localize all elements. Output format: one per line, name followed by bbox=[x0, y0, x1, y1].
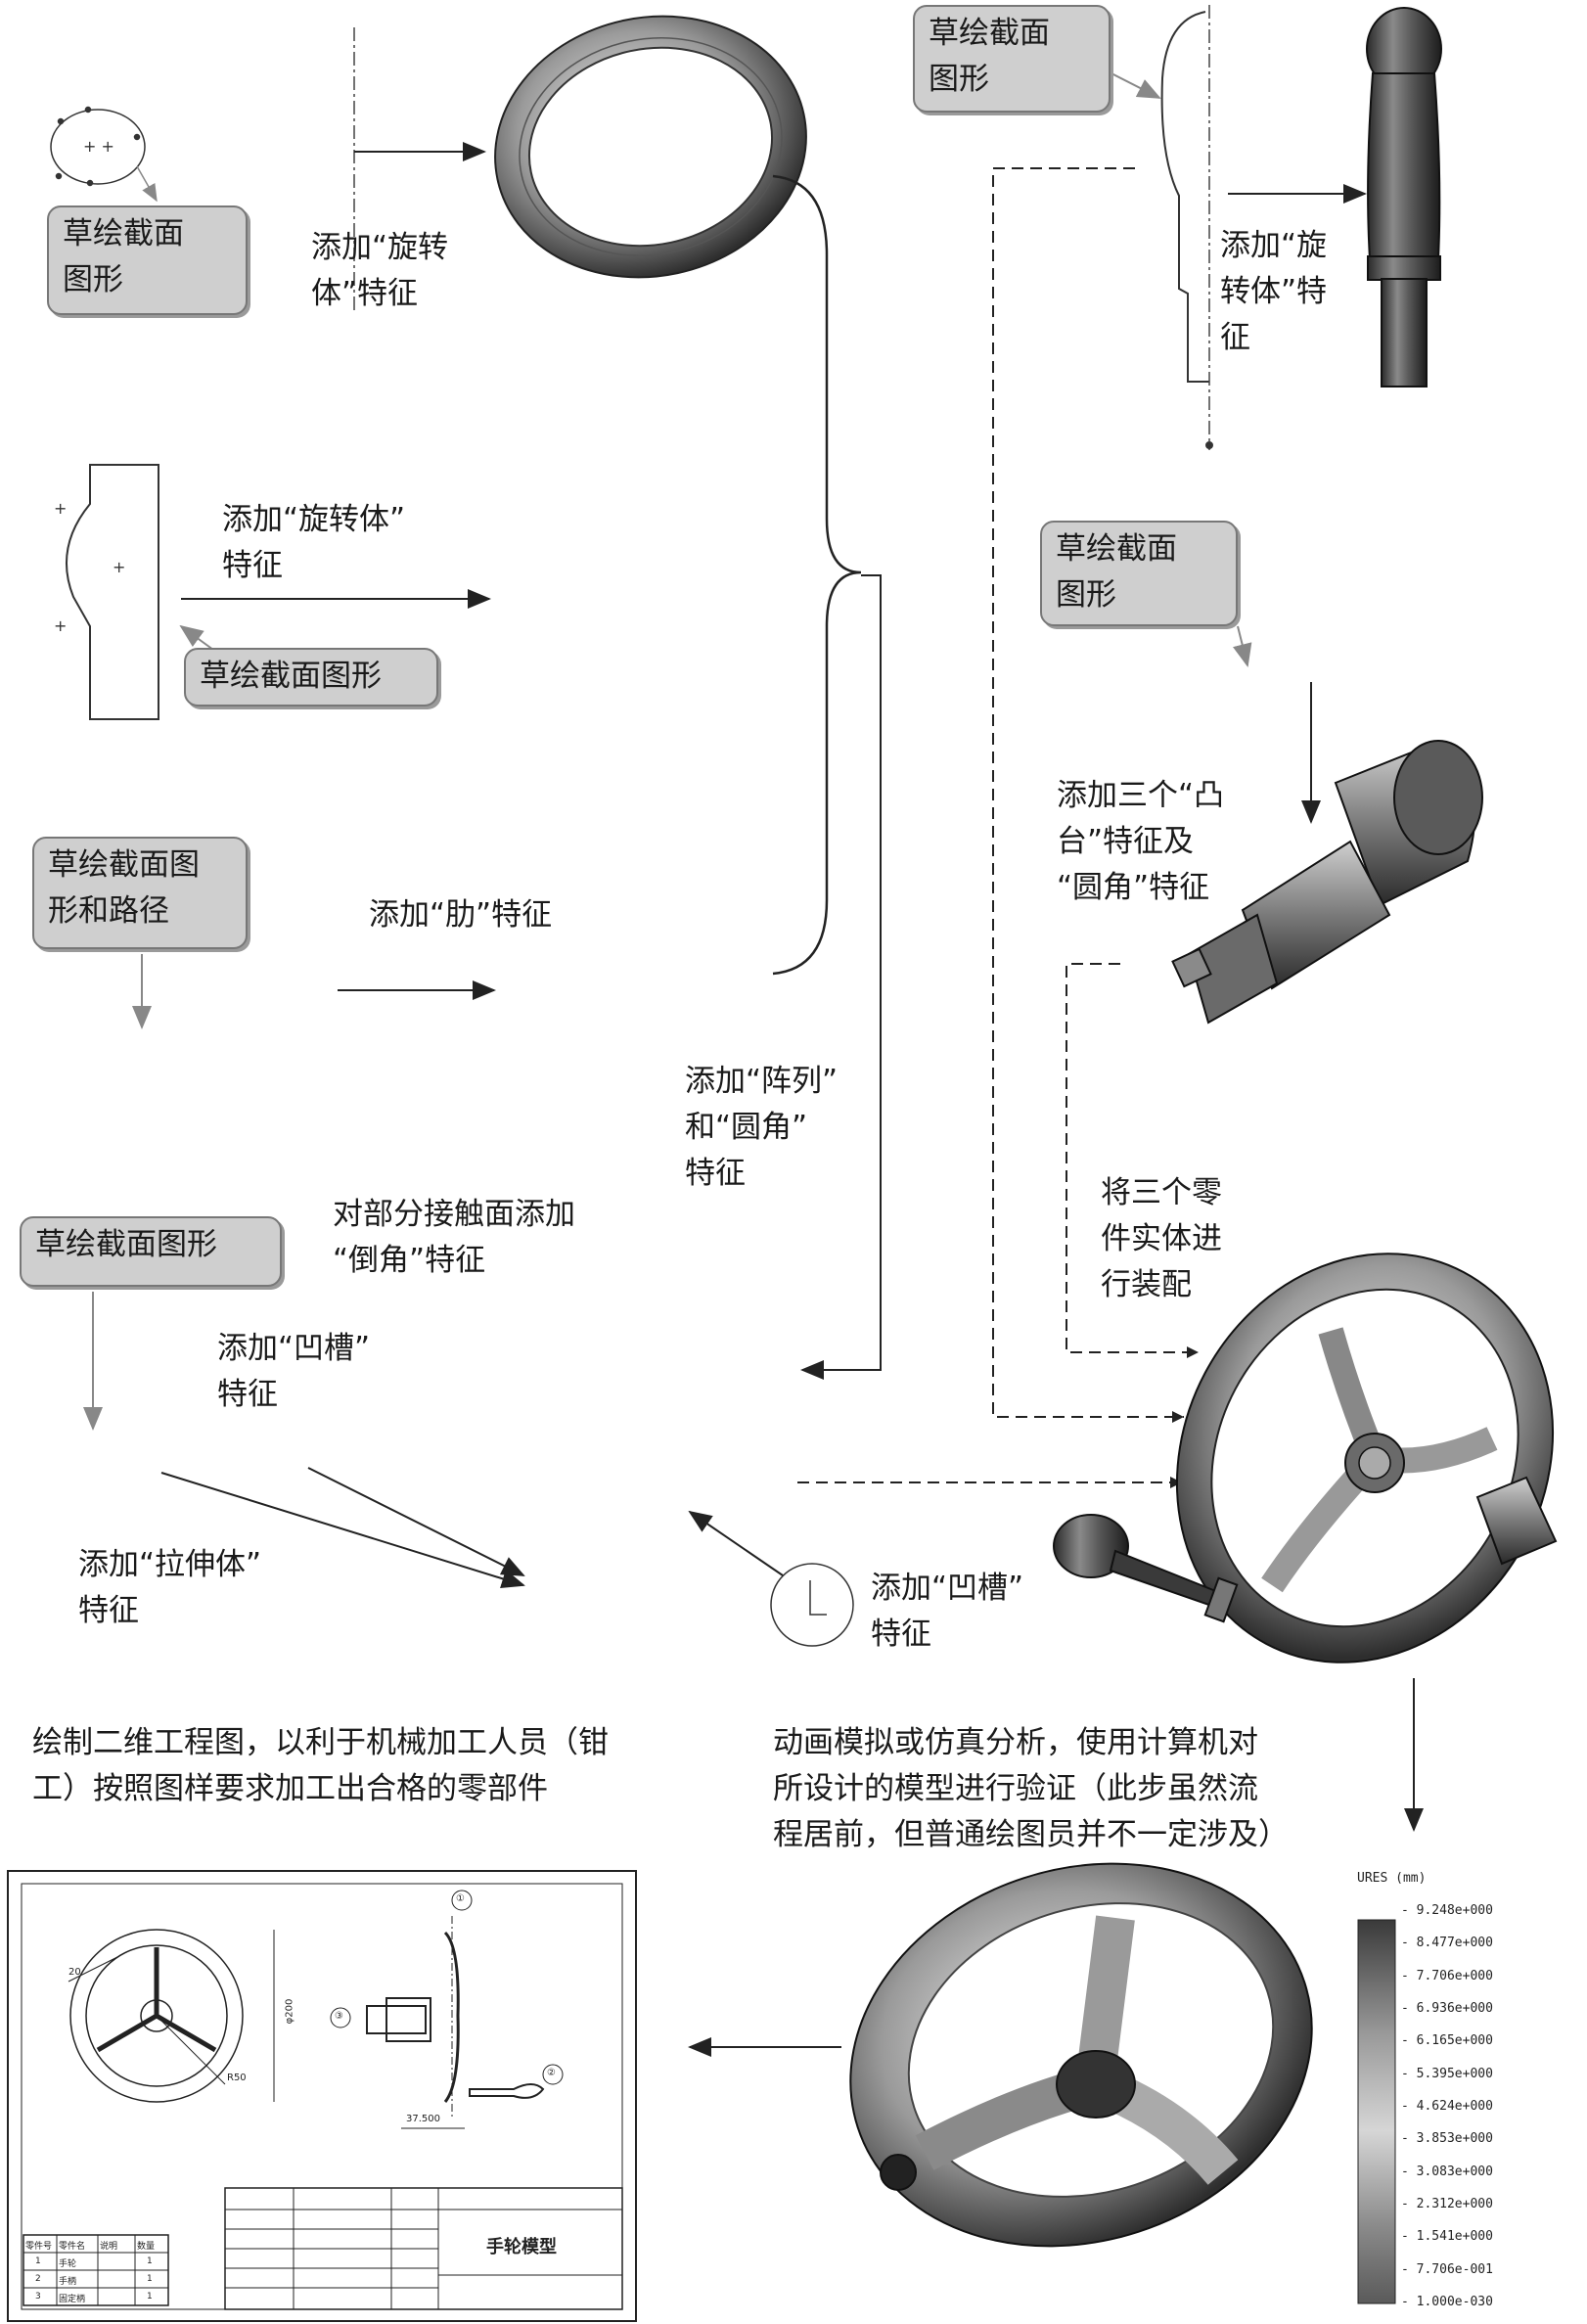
sketch-spoke: + + + bbox=[54, 464, 236, 720]
svg-text:+: + bbox=[54, 499, 67, 518]
balloon-3: ③ bbox=[335, 2011, 343, 2022]
label-groove2: 添加“凹槽” 特征 bbox=[871, 1571, 1024, 1652]
bubble-sketch-groove: 草绘截面图形 bbox=[20, 1216, 282, 1287]
legend-value: - 5.395e+000 bbox=[1401, 2066, 1493, 2081]
legend-value: - 6.936e+000 bbox=[1401, 2001, 1493, 2016]
label-assemble: 将三个零 件实体进 行装配 bbox=[1101, 1175, 1222, 1302]
simulation-wheel bbox=[849, 1862, 1313, 2248]
balloon-2: ② bbox=[547, 2068, 556, 2078]
bom-r2-c1: 固定柄 bbox=[59, 2295, 86, 2304]
engineering-drawing bbox=[7, 1870, 637, 2322]
bom-r1-c3: 1 bbox=[147, 2274, 153, 2284]
legend-value: - 1.541e+000 bbox=[1401, 2229, 1493, 2245]
bom-r1-c0: 2 bbox=[35, 2274, 41, 2284]
legend-bar bbox=[1357, 1919, 1396, 2304]
dim-d4: 20 bbox=[68, 1967, 81, 1978]
dashed-connectors bbox=[797, 167, 1199, 1483]
label-revolve-handle: 添加“旋 转体”特 征 bbox=[1220, 228, 1328, 355]
bubble-sketch-shaft: 草绘截面 图形 bbox=[1040, 521, 1238, 626]
label-extrude: 添加“拉伸体” 特征 bbox=[78, 1547, 262, 1628]
sketch-handle bbox=[1105, 5, 1213, 450]
bubble-sketch-rib: 草绘截面图 形和路径 bbox=[32, 837, 248, 949]
bom-h2: 说明 bbox=[100, 2242, 118, 2252]
legend-value: - 7.706e-001 bbox=[1401, 2261, 1493, 2277]
label-chamfer: 对部分接触面添加 “倒角”特征 bbox=[333, 1197, 575, 1278]
bom-h0: 零件号 bbox=[25, 2242, 53, 2252]
svg-text:+ +: + + bbox=[83, 137, 114, 156]
sketch-circle: + + bbox=[50, 106, 158, 203]
dim-d2: 37.500 bbox=[406, 2114, 440, 2124]
bubble-sketch-spoke: 草绘截面图形 bbox=[184, 648, 438, 706]
legend-value: - 4.624e+000 bbox=[1401, 2099, 1493, 2114]
bom-r1-c1: 手柄 bbox=[59, 2277, 77, 2287]
label-rib: 添加“肋”特征 bbox=[369, 897, 553, 933]
sketch-groove-circle bbox=[770, 1563, 854, 1647]
bom-r0-c1: 手轮 bbox=[59, 2259, 77, 2269]
svg-text:+: + bbox=[54, 616, 67, 635]
legend-value: - 7.706e+000 bbox=[1401, 1968, 1493, 1983]
label-revolve-ring: 添加“旋转 体”特征 bbox=[311, 230, 449, 311]
legend-value: - 2.312e+000 bbox=[1401, 2197, 1493, 2211]
label-groove1: 添加“凹槽” 特征 bbox=[217, 1331, 371, 1412]
legend-value: - 3.853e+000 bbox=[1401, 2131, 1493, 2147]
brace bbox=[772, 174, 862, 976]
bom-r0-c3: 1 bbox=[147, 2256, 153, 2266]
shaft-3d bbox=[1171, 740, 1483, 1025]
legend-value: - 8.477e+000 bbox=[1401, 1936, 1493, 1951]
bom-r0-c0: 1 bbox=[35, 2256, 41, 2266]
label-drawing-note: 绘制二维工程图，以利于机械加工人员（钳 工）按照图样要求加工出合格的零部件 bbox=[32, 1725, 609, 1806]
legend-title: URES (mm) bbox=[1357, 1871, 1427, 1886]
balloon-1: ① bbox=[456, 1893, 465, 1904]
legend-value: - 9.248e+000 bbox=[1401, 1903, 1493, 1918]
label-simulation-note: 动画模拟或仿真分析，使用计算机对 所设计的模型进行验证（此步虽然流 程居前，但普… bbox=[773, 1725, 1289, 1852]
bubble-sketch-handle: 草绘截面 图形 bbox=[913, 5, 1111, 113]
legend-value: - 3.083e+000 bbox=[1401, 2164, 1493, 2179]
dim-d3: R50 bbox=[227, 2073, 247, 2083]
bom-h3: 数量 bbox=[137, 2242, 156, 2252]
torus-ring bbox=[494, 15, 807, 279]
handle-3d bbox=[1366, 7, 1442, 387]
label-boss-fillet: 添加三个“凸 台”特征及 “圆角”特征 bbox=[1057, 778, 1225, 905]
legend-value: - 1.000e-030 bbox=[1401, 2295, 1493, 2309]
svg-text:+: + bbox=[113, 558, 125, 576]
handwheel-assembly bbox=[1053, 1253, 1558, 1663]
legend-value: - 6.165e+000 bbox=[1401, 2033, 1493, 2049]
label-pattern-fillet: 添加“阵列” 和“圆角” 特征 bbox=[685, 1064, 839, 1191]
bom-r2-c3: 1 bbox=[147, 2292, 153, 2301]
bom-h1: 零件名 bbox=[59, 2242, 86, 2252]
bom-r2-c0: 3 bbox=[35, 2292, 41, 2301]
label-revolve-spoke: 添加“旋转体” 特征 bbox=[222, 502, 406, 583]
drawing-title: 手轮模型 bbox=[486, 2237, 557, 2257]
bubble-sketch-ring: 草绘截面 图形 bbox=[47, 205, 248, 315]
dim-d1: φ200 bbox=[284, 1998, 295, 2025]
